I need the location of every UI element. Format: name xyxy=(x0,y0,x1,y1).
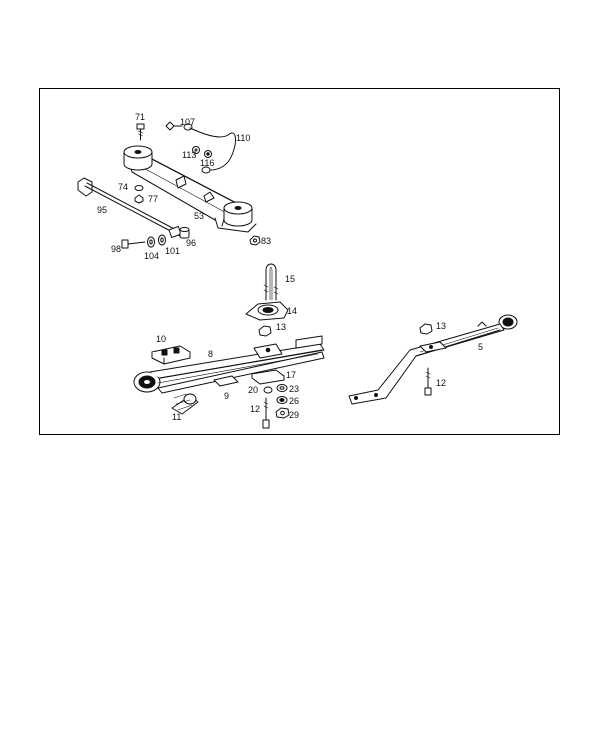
label-95: 95 xyxy=(97,205,108,215)
bolt-71 xyxy=(136,123,145,141)
rubber-mount-left xyxy=(123,145,153,171)
screw-107 xyxy=(165,121,183,131)
pad-17 xyxy=(251,369,285,385)
ground-strap-110 xyxy=(183,123,236,174)
pad-9 xyxy=(213,375,239,387)
label-96: 96 xyxy=(186,238,197,248)
label-15: 15 xyxy=(285,274,296,284)
label-17: 17 xyxy=(286,370,297,380)
bolt-12-left xyxy=(262,397,270,429)
label-107: 107 xyxy=(180,117,196,127)
label-74: 74 xyxy=(118,182,129,192)
diagram-frame xyxy=(39,88,560,435)
bushing-11 xyxy=(171,393,199,415)
small-hardware xyxy=(263,384,290,419)
leaf-spring-8 xyxy=(133,335,325,394)
pad-10 xyxy=(151,345,191,365)
u-bolt-15 xyxy=(263,263,279,301)
label-116: 116 xyxy=(200,158,215,168)
label-104: 104 xyxy=(144,251,160,261)
label-12-left: 12 xyxy=(250,404,261,414)
label-29: 29 xyxy=(289,410,300,420)
label-53: 53 xyxy=(194,211,205,221)
nut-13 xyxy=(258,325,272,337)
label-98: 98 xyxy=(111,244,122,254)
crossbeam-assembly xyxy=(123,121,261,246)
label-23: 23 xyxy=(289,384,300,394)
bolt-12-right xyxy=(424,367,432,396)
label-5: 5 xyxy=(478,342,484,352)
label-20: 20 xyxy=(248,385,259,395)
label-101: 101 xyxy=(165,246,181,256)
nut-13-right xyxy=(419,323,433,335)
label-77: 77 xyxy=(148,194,159,204)
label-13-right: 13 xyxy=(436,321,447,331)
label-9: 9 xyxy=(224,391,230,401)
label-14: 14 xyxy=(287,306,298,316)
label-11: 11 xyxy=(172,412,182,422)
label-110: 110 xyxy=(236,133,251,143)
rod-95 xyxy=(77,177,190,249)
leaf-spring-5 xyxy=(348,314,518,405)
label-12-right: 12 xyxy=(436,378,447,388)
label-113: 113 xyxy=(182,150,197,160)
label-83: 83 xyxy=(261,236,272,246)
label-8: 8 xyxy=(208,349,214,359)
label-10: 10 xyxy=(156,334,167,344)
label-13: 13 xyxy=(276,322,287,332)
label-26: 26 xyxy=(289,396,300,406)
label-71: 71 xyxy=(135,112,146,122)
clamp-plate-14 xyxy=(245,301,289,321)
rubber-mount-right xyxy=(223,201,253,227)
